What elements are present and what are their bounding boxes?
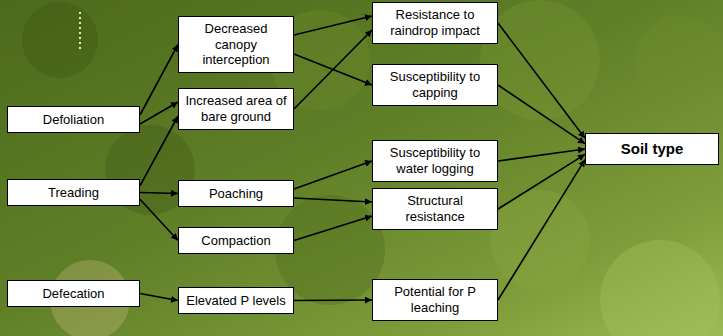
factor-box: Treading xyxy=(7,179,140,206)
factor-box: Resistance to raindrop impact xyxy=(372,2,498,44)
factor-box: Defecation xyxy=(7,280,140,307)
node-text: Elevated P levels xyxy=(186,293,286,309)
node-text: Increased area of bare ground xyxy=(184,93,288,124)
node-text: Defoliation xyxy=(43,112,104,128)
arrow-connector xyxy=(498,149,585,161)
factor-box: Poaching xyxy=(178,180,294,207)
factor-box: Increased area of bare ground xyxy=(178,88,294,130)
node-text: Susceptibility to capping xyxy=(378,69,492,100)
arrow-connector xyxy=(294,16,372,35)
node-text: Compaction xyxy=(201,233,270,249)
arrow-connector xyxy=(140,193,178,194)
node-text: Potential for P leaching xyxy=(378,284,492,315)
arrow-connector xyxy=(498,23,585,138)
factor-box: Susceptibility to capping xyxy=(372,64,498,106)
factor-box: Defoliation xyxy=(7,106,140,133)
factor-box: Structural resistance xyxy=(372,188,498,230)
arrow-connector xyxy=(140,199,178,240)
node-text: Poaching xyxy=(209,186,263,202)
node-text: Treading xyxy=(48,185,99,201)
node-text: Decreased canopy interception xyxy=(184,21,288,68)
factor-box: Potential for P leaching xyxy=(372,279,498,321)
node-text: Defecation xyxy=(42,286,104,302)
node-text: Structural resistance xyxy=(378,193,492,224)
arrow-connector xyxy=(140,102,178,124)
arrow-connector xyxy=(294,30,372,109)
arrow-connector xyxy=(294,198,372,202)
factor-box: Elevated P levels xyxy=(178,287,294,314)
arrow-connector xyxy=(140,116,178,186)
node-text: Resistance to raindrop impact xyxy=(378,7,492,38)
factor-box: Decreased canopy interception xyxy=(178,16,294,73)
arrow-connector xyxy=(140,294,178,301)
arrow-connector xyxy=(294,299,372,301)
factor-box: Compaction xyxy=(178,227,294,254)
arrow-connector xyxy=(294,161,372,189)
arrow-connector xyxy=(294,216,372,241)
outcome-box: Soil type xyxy=(585,133,719,165)
arrow-connector xyxy=(498,160,585,300)
arrow-connector xyxy=(498,85,585,144)
node-text: Susceptibility to water logging xyxy=(378,145,492,176)
factor-box: Susceptibility to water logging xyxy=(372,140,498,182)
dotted-line xyxy=(79,12,81,50)
node-text: Soil type xyxy=(621,140,684,158)
